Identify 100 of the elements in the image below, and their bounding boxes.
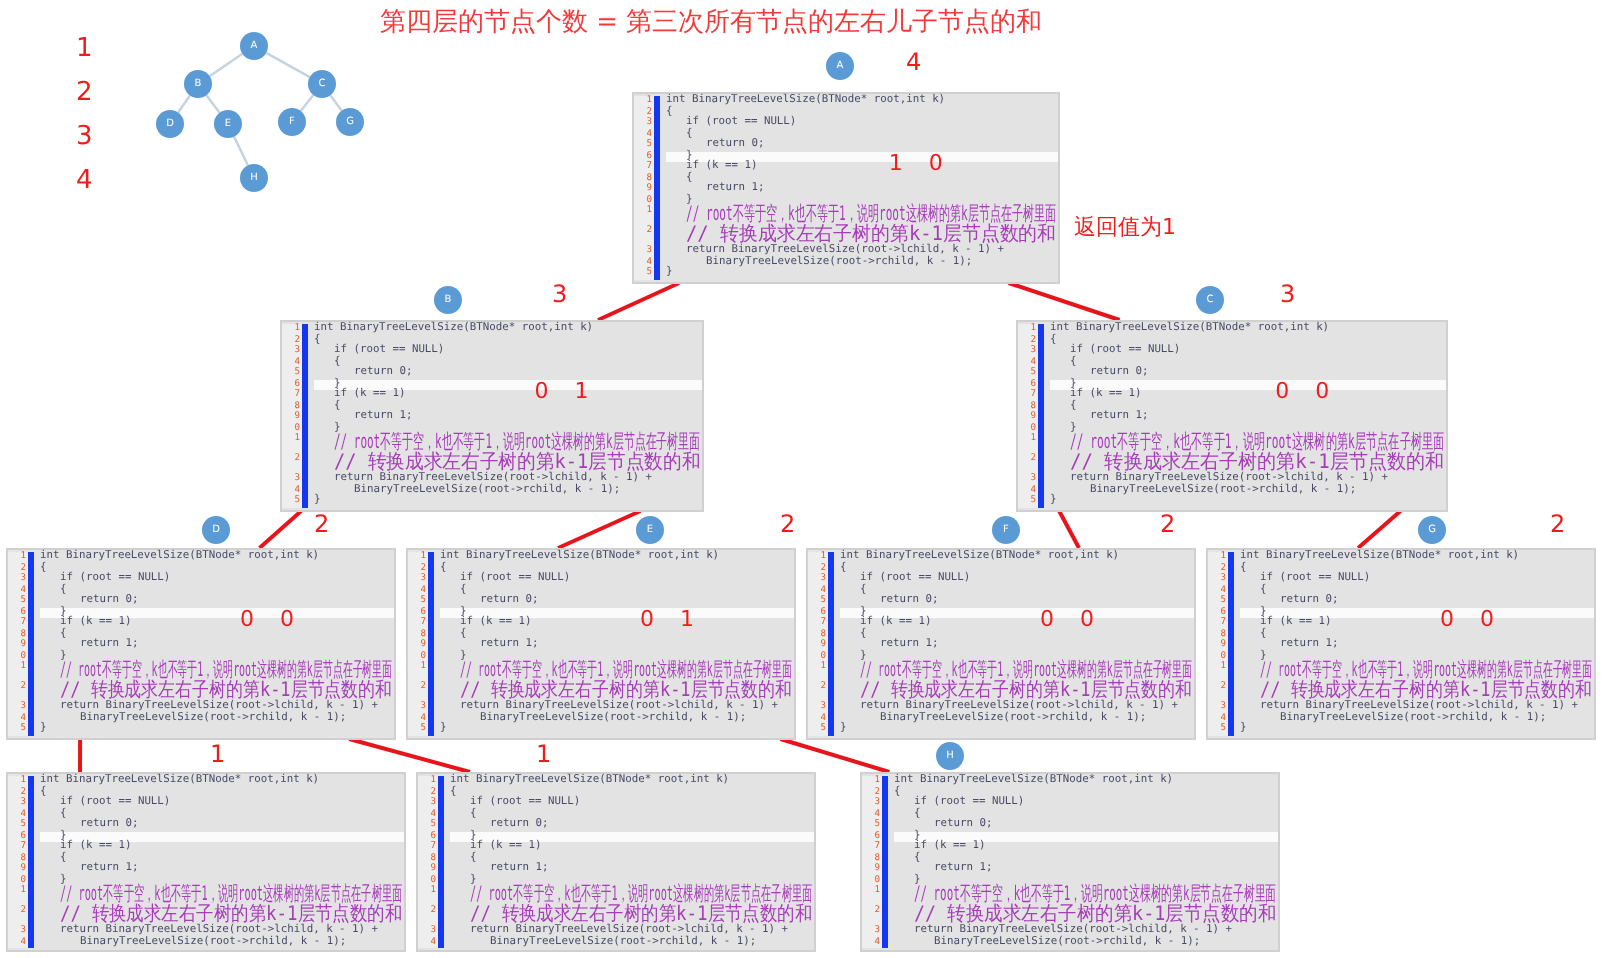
tree-node-circle xyxy=(240,32,268,60)
tree-branch-line xyxy=(299,94,315,112)
call-connector-line xyxy=(557,509,642,550)
line-number-gutter xyxy=(808,552,834,735)
return-value-label: 0 xyxy=(1040,608,1054,630)
k-value-label: 4 xyxy=(906,50,922,74)
code-comment: // 转换成求左右子树的第k-1层节点数的和 xyxy=(334,454,701,474)
code-comment: // root不等于空，k也不等于1，说明root这棵树的第k层节点在子树里面 xyxy=(470,886,813,906)
code-panel xyxy=(806,548,1196,739)
line-number-gutter xyxy=(1018,324,1044,507)
tree-branch-line xyxy=(208,52,244,78)
k-value-label: 3 xyxy=(1280,282,1296,306)
line-number-gutter xyxy=(634,96,660,279)
return-value-label: 0 xyxy=(928,152,943,174)
call-connector-line xyxy=(1057,510,1081,549)
tree-node-circle xyxy=(214,110,242,138)
code-panel xyxy=(860,772,1280,952)
node-badge xyxy=(434,286,462,314)
code-comment: // 转换成求左右子树的第k-1层节点数的和 xyxy=(460,682,793,702)
return-value-label: 1 xyxy=(680,608,694,630)
line-number-gutter xyxy=(418,776,444,948)
level-number: 4 xyxy=(76,168,93,194)
node-badge xyxy=(992,516,1020,544)
code-comment: // root不等于空，k也不等于1，说明root这棵树的第k层节点在子树里面 xyxy=(60,886,403,906)
code-comment: // 转换成求左右子树的第k-1层节点数的和 xyxy=(686,226,1057,246)
k-value-label: 2 xyxy=(1550,512,1566,536)
tree-node-circle xyxy=(156,110,184,138)
return-value-label: 0 xyxy=(640,608,654,630)
call-connector-line xyxy=(779,737,890,774)
code-comment: // 转换成求左右子树的第k-1层节点数的和 xyxy=(60,906,403,926)
line-number-gutter xyxy=(8,776,34,948)
tree-node-circle xyxy=(240,164,268,192)
node-badge xyxy=(826,52,854,80)
code-comment: // root不等于空，k也不等于1，说明root这棵树的第k层节点在子树里面 xyxy=(460,662,793,682)
code-comment: // 转换成求左右子树的第k-1层节点数的和 xyxy=(470,906,813,926)
return-value-note: 返回值为1 xyxy=(1074,216,1176,238)
call-connector-line xyxy=(348,737,471,774)
k-value-label: 2 xyxy=(314,512,330,536)
call-connector-line xyxy=(258,509,303,550)
code-comment: // root不等于空，k也不等于1，说明root这棵树的第k层节点在子树里面 xyxy=(334,434,701,454)
line-number-gutter xyxy=(1208,552,1234,735)
code-comment: // 转换成求左右子树的第k-1层节点数的和 xyxy=(860,682,1193,702)
return-value-label: 0 xyxy=(280,608,294,630)
tree-node-circle xyxy=(184,70,212,98)
code-comment: // 转换成求左右子树的第k-1层节点数的和 xyxy=(914,906,1277,926)
node-badge xyxy=(636,516,664,544)
node-badge xyxy=(936,742,964,770)
code-comment: // 转换成求左右子树的第k-1层节点数的和 xyxy=(60,682,393,702)
tree-branch-line xyxy=(329,94,343,112)
level-number: 2 xyxy=(76,80,93,106)
return-value-label: 0 xyxy=(1275,380,1290,402)
line-number-gutter xyxy=(862,776,888,948)
level-number: 3 xyxy=(76,124,93,150)
code-comment: // root不等于空，k也不等于1，说明root这棵树的第k层节点在子树里面 xyxy=(686,206,1057,226)
code-panel xyxy=(280,320,704,511)
code-comment: // root不等于空，k也不等于1，说明root这棵树的第k层节点在子树里面 xyxy=(60,662,393,682)
tree-node-circle xyxy=(278,108,306,136)
k-value-label: 3 xyxy=(552,282,568,306)
return-value-label: 0 xyxy=(1315,380,1330,402)
line-number-gutter xyxy=(408,552,434,735)
line-number-gutter xyxy=(8,552,34,735)
tree-node-circle xyxy=(308,70,336,98)
return-value-label: 0 xyxy=(534,380,549,402)
return-value-label: 1 xyxy=(574,380,589,402)
code-panel xyxy=(632,92,1060,283)
code-comment: // root不等于空，k也不等于1，说明root这棵树的第k层节点在子树里面 xyxy=(1260,662,1593,682)
k-value-label: 2 xyxy=(780,512,796,536)
k-value-label: 1 xyxy=(536,742,552,766)
tree-node-circle xyxy=(336,108,364,136)
call-connector-line xyxy=(597,281,680,322)
tree-branch-line xyxy=(205,94,221,114)
code-panel xyxy=(6,548,396,739)
code-comment: // 转换成求左右子树的第k-1层节点数的和 xyxy=(1070,454,1445,474)
return-value-label: 1 xyxy=(888,152,903,174)
call-connector-line xyxy=(78,739,83,772)
return-value-label: 0 xyxy=(240,608,254,630)
code-comment: // root不等于空，k也不等于1，说明root这棵树的第k层节点在子树里面 xyxy=(1070,434,1445,454)
code-panel xyxy=(1206,548,1596,739)
tree-branch-line xyxy=(233,136,249,166)
k-value-label: 1 xyxy=(210,742,226,766)
tree-branch-line xyxy=(177,94,191,114)
k-value-label: 2 xyxy=(1160,512,1176,536)
tree-branch-line xyxy=(265,51,311,79)
return-value-label: 0 xyxy=(1480,608,1494,630)
line-number-gutter xyxy=(282,324,308,507)
return-value-label: 0 xyxy=(1440,608,1454,630)
call-connector-line xyxy=(1008,281,1121,322)
code-comment: // 转换成求左右子树的第k-1层节点数的和 xyxy=(1260,682,1593,702)
call-connector-line xyxy=(1356,509,1402,550)
code-panel xyxy=(416,772,816,952)
node-badge xyxy=(202,516,230,544)
diagram-title: 第四层的节点个数 = 第三次所有节点的左右儿子节点的和 xyxy=(380,8,1043,40)
code-panel xyxy=(406,548,796,739)
code-comment: // root不等于空，k也不等于1，说明root这棵树的第k层节点在子树里面 xyxy=(914,886,1277,906)
node-badge xyxy=(1418,516,1446,544)
code-panel xyxy=(6,772,406,952)
code-comment: // root不等于空，k也不等于1，说明root这棵树的第k层节点在子树里面 xyxy=(860,662,1193,682)
code-panel xyxy=(1016,320,1448,511)
return-value-label: 0 xyxy=(1080,608,1094,630)
level-number: 1 xyxy=(76,36,93,62)
